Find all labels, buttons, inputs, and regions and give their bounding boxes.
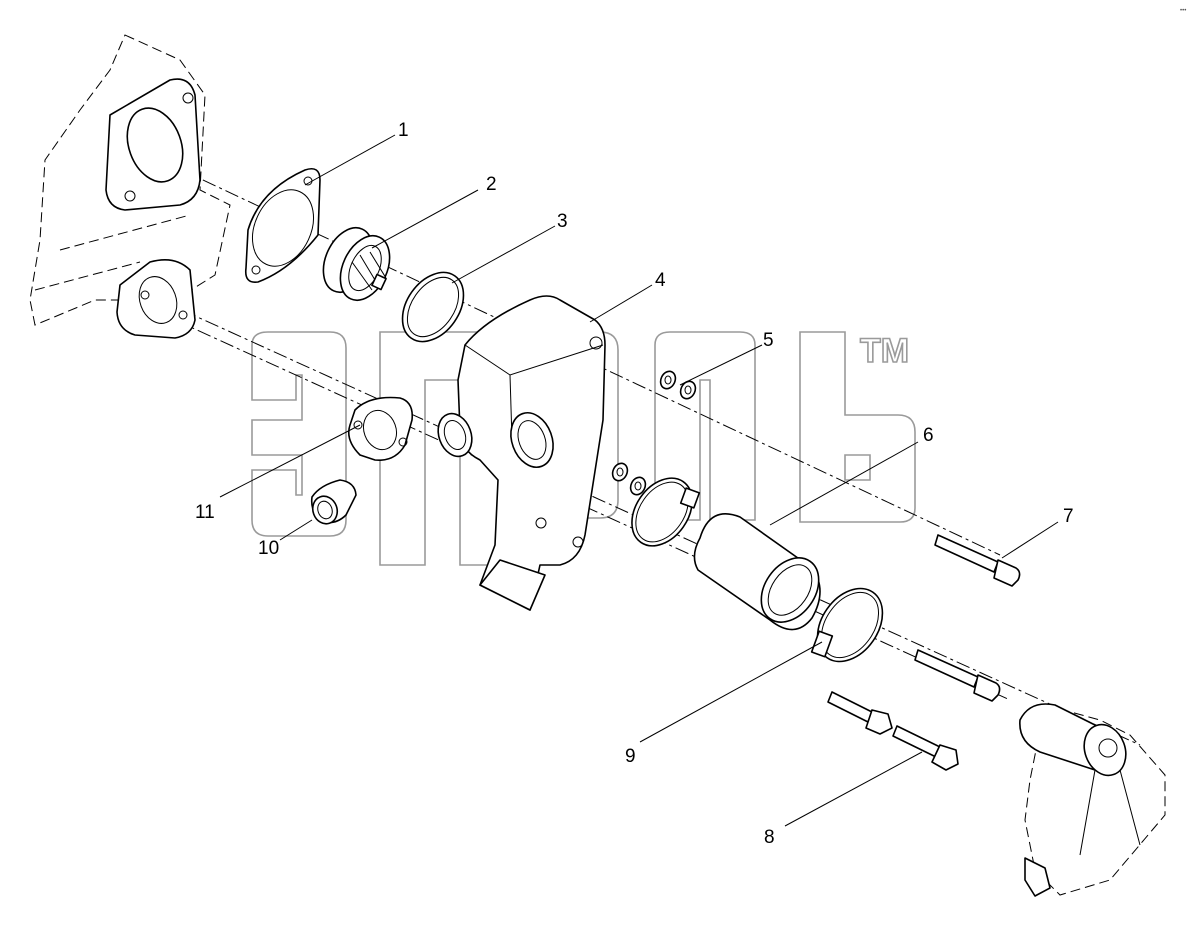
watermark-trademark: TM xyxy=(860,332,909,370)
callout-labels: 1 2 3 4 5 6 7 8 9 10 11 xyxy=(195,120,1074,848)
part-8-hex-bolts xyxy=(827,691,959,771)
callout-1: 1 xyxy=(398,120,409,141)
callout-11: 11 xyxy=(195,502,215,523)
callout-10: 10 xyxy=(258,538,279,559)
callout-3: 3 xyxy=(557,211,568,232)
part-7-cap-screws xyxy=(914,534,1021,702)
part-3-o-ring xyxy=(401,271,465,343)
part-10-hose-nipple xyxy=(310,479,357,525)
leader-lines xyxy=(219,134,1059,827)
part-1-gasket xyxy=(244,167,321,284)
corner-mark: ••• xyxy=(1180,8,1186,14)
part-4-thermostat-housing xyxy=(437,295,606,611)
callout-7: 7 xyxy=(1063,506,1074,527)
engine-lower-flange xyxy=(116,259,196,339)
part-2-thermostat xyxy=(322,227,391,301)
callout-5: 5 xyxy=(763,330,774,351)
callout-4: 4 xyxy=(655,270,666,291)
callout-6: 6 xyxy=(923,425,934,446)
part-11-gasket xyxy=(347,396,414,462)
part-5-washers xyxy=(611,370,697,496)
water-pump-phantom xyxy=(1019,703,1166,897)
engine-block-phantom xyxy=(29,34,231,339)
watermark-letter-5 xyxy=(799,331,916,523)
callout-8: 8 xyxy=(764,827,775,848)
part-6-hose xyxy=(693,513,821,631)
watermark-letter-4 xyxy=(654,331,756,521)
callout-9: 9 xyxy=(625,746,636,767)
watermark-letter-1 xyxy=(251,331,347,537)
part-9-hose-clamps xyxy=(631,477,884,663)
callout-2: 2 xyxy=(486,174,497,195)
